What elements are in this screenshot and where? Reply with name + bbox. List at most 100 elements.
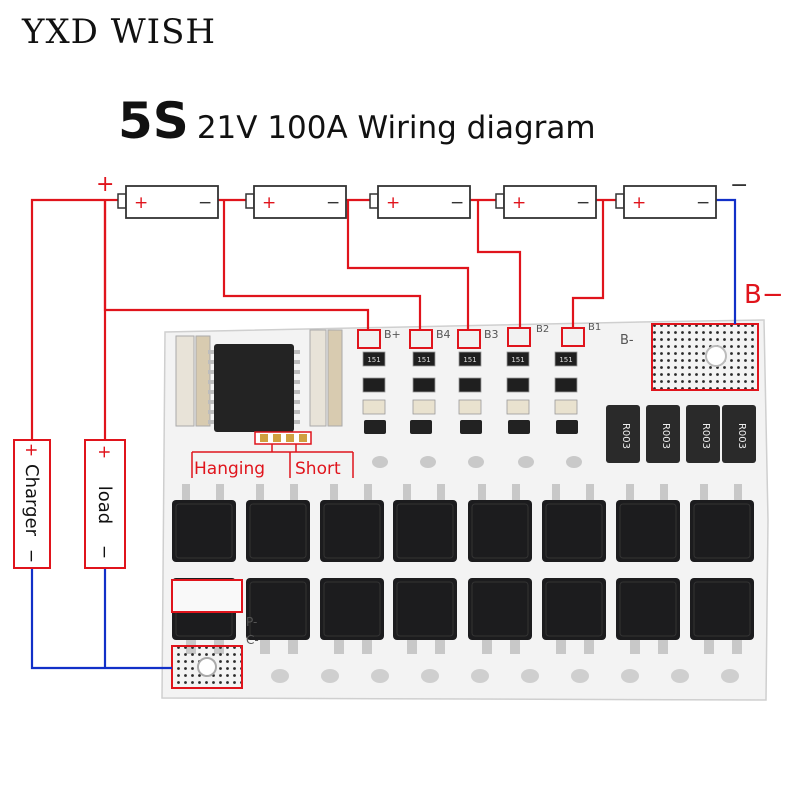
balance-resistor (362, 399, 386, 415)
title-cell-count: 5S (118, 92, 189, 150)
balance-resistor: 151 (412, 351, 436, 367)
battery-cell: +− (615, 185, 717, 219)
balance-resistor-code: 151 (417, 356, 430, 364)
mosfet (320, 484, 384, 562)
tap-pad-b1 (561, 327, 585, 347)
p-minus-pad (171, 579, 243, 613)
hanging-label: Hanging (194, 459, 265, 479)
battery-minus: − (696, 193, 710, 213)
battery-minus: − (576, 193, 590, 213)
battery-minus: − (326, 193, 340, 213)
balance-resistor (412, 377, 436, 393)
pack-minus-label: − (730, 173, 748, 198)
load-label: load (94, 486, 115, 524)
mosfet (246, 578, 310, 654)
shunt-resistor: R003 (686, 405, 720, 463)
mosfet (393, 578, 457, 654)
battery-cell: +− (495, 185, 597, 219)
shunt-resistor-code: R003 (620, 423, 631, 449)
hanging-short-pads (191, 431, 354, 478)
wires-blue (30, 198, 737, 670)
mosfet (320, 578, 384, 654)
load-device: + load − (84, 439, 126, 569)
mosfet (468, 484, 532, 562)
battery-cell: +− (369, 185, 471, 219)
shunt-resistors: R003 R003 R003 R003 (606, 405, 756, 463)
battery-plus: + (512, 193, 526, 213)
mosfet (542, 578, 606, 654)
balance-resistor: 151 (506, 351, 530, 367)
balance-resistor (362, 377, 386, 393)
charger-device: + Charger − (13, 439, 51, 569)
balance-resistor-grid: 151 151 151 151 151 (362, 351, 578, 415)
resistor-array-left (175, 329, 343, 427)
balance-resistor-code: 151 (463, 356, 476, 364)
balance-resistor: 151 (554, 351, 578, 367)
shunt-resistor-code: R003 (700, 423, 711, 449)
mosfet (690, 484, 754, 562)
mosfet (246, 484, 310, 562)
b-minus-wire-label: B− (744, 280, 784, 310)
load-plus: + (94, 445, 114, 459)
bms-ic-chip (208, 344, 300, 432)
balance-resistor (554, 377, 578, 393)
label-b2: B2 (536, 324, 549, 335)
balance-resistor (458, 377, 482, 393)
label-p-minus: P- (246, 615, 257, 629)
shunt-resistor-code: R003 (660, 423, 671, 449)
battery-plus: + (632, 193, 646, 213)
battery-minus: − (198, 193, 212, 213)
shunt-resistor: R003 (606, 405, 640, 463)
balance-resistor-code: 151 (367, 356, 380, 364)
load-minus: − (94, 545, 114, 559)
label-c-minus: C- (246, 633, 259, 647)
mosfet (172, 484, 236, 562)
solder-row-top (372, 456, 582, 468)
balance-resistor (458, 399, 482, 415)
balance-resistor (506, 377, 530, 393)
mosfet (616, 484, 680, 562)
c-minus-pad (171, 645, 243, 689)
shunt-resistor: R003 (646, 405, 680, 463)
balance-transistors (364, 420, 578, 434)
label-bplus: B+ (384, 328, 401, 341)
tap-pad-b3 (457, 329, 481, 349)
balance-resistor (506, 399, 530, 415)
label-b-minus: B- (620, 333, 634, 348)
mosfet (690, 578, 754, 654)
shunt-resistor-code: R003 (736, 423, 747, 449)
tap-pad-b2 (507, 327, 531, 347)
battery-minus: − (450, 193, 464, 213)
brand-watermark: YXD WISH (22, 12, 217, 52)
battery-cell: +− (245, 185, 347, 219)
mosfet (616, 578, 680, 654)
mosfet (542, 484, 606, 562)
mosfet (393, 484, 457, 562)
charger-label: Charger (21, 464, 42, 537)
balance-resistor-code: 151 (511, 356, 524, 364)
battery-cell: +− (117, 185, 219, 219)
balance-resistor (554, 399, 578, 415)
battery-plus: + (134, 193, 148, 213)
balance-tap-pads (357, 327, 585, 349)
solder-row-bottom (271, 669, 739, 683)
balance-resistor-code: 151 (559, 356, 572, 364)
tap-pad-bplus (357, 329, 381, 349)
short-label: Short (295, 459, 341, 479)
tap-pad-b4 (409, 329, 433, 349)
pack-plus-label: + (96, 172, 114, 197)
title-subtitle: 21V 100A Wiring diagram (196, 110, 596, 146)
b-minus-pad (651, 323, 759, 391)
balance-resistor: 151 (362, 351, 386, 367)
battery-plus: + (386, 193, 400, 213)
battery-pack: +−+−+−+−+− (117, 185, 717, 219)
shunt-resistor: R003 (722, 405, 756, 463)
wires-red (30, 198, 616, 440)
battery-plus: + (262, 193, 276, 213)
charger-minus: − (21, 549, 41, 563)
mosfet (468, 578, 532, 654)
label-b1: B1 (588, 322, 601, 333)
balance-resistor (412, 399, 436, 415)
